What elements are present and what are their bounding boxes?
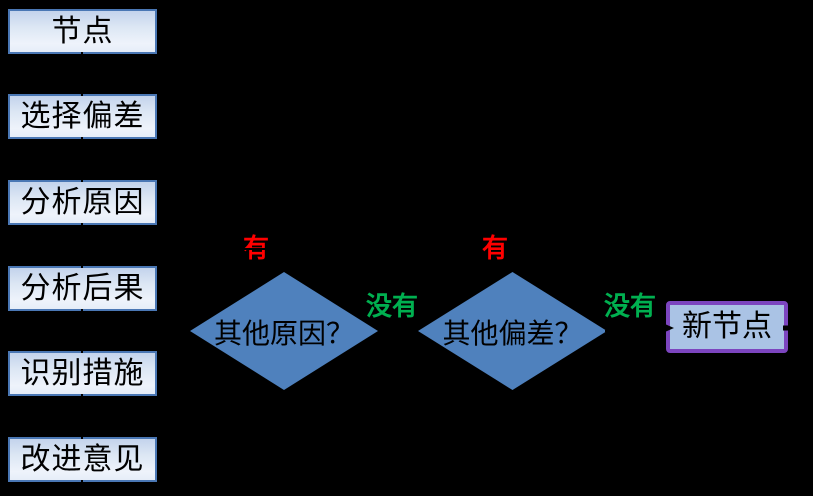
step-analyze-consequence-label: 分析后果 xyxy=(20,270,145,306)
step-analyze-consequence: 分析后果 xyxy=(8,266,157,311)
decision1-no-label: 没有 xyxy=(365,292,418,322)
new-node-label: 新节点 xyxy=(682,309,772,344)
step-analyze-cause-label: 分析原因 xyxy=(20,184,145,220)
step-identify-measures-label: 识别措施 xyxy=(20,355,145,391)
step-node: 节点 xyxy=(8,9,157,54)
step-identify-measures: 识别措施 xyxy=(8,351,157,396)
decision2-yes-label: 有 xyxy=(481,234,508,264)
step-analyze-cause: 分析原因 xyxy=(8,180,157,225)
yes-loop-to-select-deviation xyxy=(157,116,513,272)
decision2-no-label: 没有 xyxy=(603,292,656,322)
step-improvement-suggestions: 改进意见 xyxy=(8,437,157,482)
step-node-label: 节点 xyxy=(51,13,114,49)
decision-other-causes-label: 其他原因？ xyxy=(213,317,354,350)
new-node-box: 新节点 xyxy=(666,301,788,353)
step-select-deviation: 选择偏差 xyxy=(8,94,157,139)
decision-other-deviations: 其他偏差？ xyxy=(418,272,607,390)
step-improvement-suggestions-label: 改进意见 xyxy=(20,441,145,477)
decision1-yes-label: 有 xyxy=(242,234,269,264)
step-select-deviation-label: 选择偏差 xyxy=(20,98,145,134)
decision-other-deviations-label: 其他偏差？ xyxy=(442,317,583,350)
decision-other-causes: 其他原因？ xyxy=(190,272,378,390)
return-loop-to-node xyxy=(157,30,800,326)
